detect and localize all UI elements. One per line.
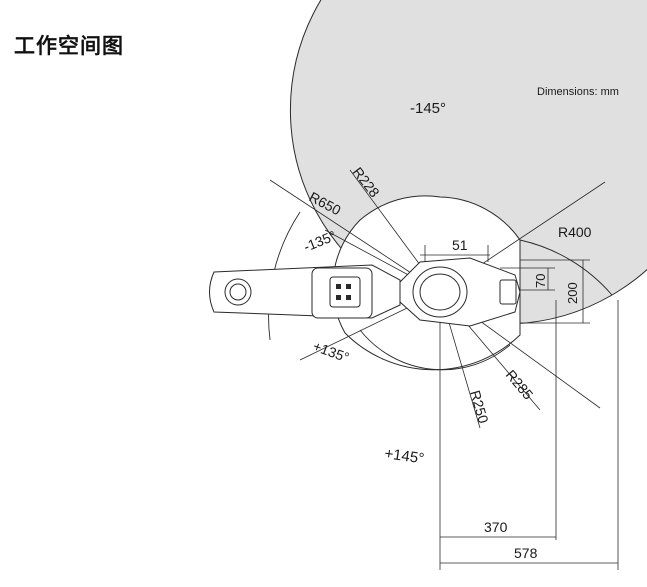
robot-base-joint	[224, 278, 252, 306]
dimension-label-370: 370	[484, 519, 508, 535]
angle-label-outer-positive: +145°	[383, 445, 425, 467]
angle-label-inner-positive: +135°	[311, 338, 351, 366]
radius-label-r400: R400	[558, 224, 592, 240]
radius-label-r285: R285	[503, 367, 537, 403]
page-title: 工作空间图	[14, 34, 124, 58]
inner-arc-r250	[359, 329, 511, 371]
angle-label-outer-negative: -145°	[410, 100, 446, 117]
angle-label-inner-negative: -135°	[301, 227, 338, 254]
dimension-label-51: 51	[452, 237, 468, 253]
robot-elbow-joint	[412, 266, 468, 318]
dimension-lines	[420, 245, 619, 570]
robot-control-panel	[329, 276, 361, 308]
dimension-label-70: 70	[533, 274, 548, 288]
units-note: Dimensions: mm	[537, 86, 619, 98]
panel-markings	[336, 284, 351, 300]
radius-label-r250: R250	[467, 388, 492, 425]
robot-arm	[209, 257, 521, 327]
dimension-label-200: 200	[565, 282, 580, 304]
robot-end-effector	[499, 279, 517, 305]
dimension-label-578: 578	[514, 545, 538, 561]
